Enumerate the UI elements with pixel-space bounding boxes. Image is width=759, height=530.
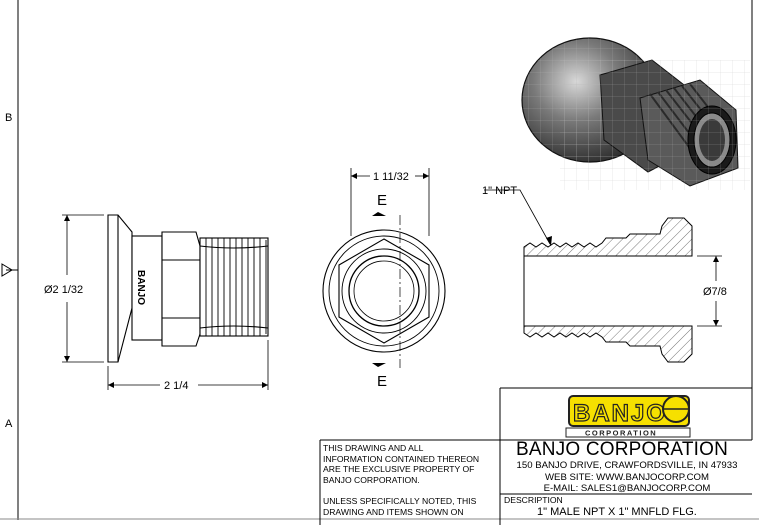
title-block bbox=[319, 387, 752, 525]
thread-callout: 1" NPT bbox=[482, 185, 517, 197]
banjo-logo: BANJO CORPORATION bbox=[565, 395, 691, 438]
company-web: WEB SITE: WWW.BANJOCORP.COM bbox=[545, 471, 709, 483]
section-arrow-icon bbox=[372, 212, 386, 216]
company-email: E-MAIL: SALES1@BANJOCORP.COM bbox=[543, 483, 711, 494]
section-label-top: E bbox=[377, 192, 387, 209]
notice-line-5: UNLESS SPECIFICALLY NOTED, THIS bbox=[323, 496, 477, 506]
description-value: 1" MALE NPT X 1" MNFLD FLG. bbox=[537, 506, 697, 518]
zone-label-b: B bbox=[5, 112, 13, 124]
company-address: 150 BANJO DRIVE, CRAWFORDSVILLE, IN 4793… bbox=[516, 460, 738, 471]
notice-line-4: BANJO CORPORATION. bbox=[323, 474, 420, 485]
description-label: DESCRIPTION bbox=[504, 495, 563, 505]
notice-line-3: ARE THE EXCLUSIVE PROPERTY OF bbox=[323, 464, 475, 474]
section-view bbox=[523, 217, 693, 363]
center-mark-icon bbox=[1, 263, 13, 277]
part-marking: BANJO bbox=[135, 270, 146, 305]
notice-line-1: THIS DRAWING AND ALL bbox=[323, 443, 424, 453]
hex-width-dim: 1 11/32 bbox=[373, 171, 409, 183]
isometric-render bbox=[521, 37, 750, 190]
notice-line-6: DRAWING AND ITEMS SHOWN ON bbox=[323, 506, 464, 517]
company-name: BANJO CORPORATION bbox=[516, 439, 729, 460]
side-view bbox=[107, 214, 269, 363]
bore-dia-dim: Ø7/8 bbox=[703, 286, 727, 298]
notice-line-2: INFORMATION CONTAINED THEREON bbox=[323, 453, 480, 464]
logo-text: BANJO bbox=[573, 400, 667, 427]
overall-dia-dim: Ø2 1/32 bbox=[44, 284, 83, 296]
logo-subtext: CORPORATION bbox=[585, 429, 657, 438]
end-view bbox=[322, 215, 446, 368]
section-arrow-icon bbox=[372, 363, 386, 367]
zone-label-a: A bbox=[5, 418, 13, 430]
section-label-bottom: E bbox=[377, 373, 387, 390]
overall-length-dim: 2 1/4 bbox=[164, 380, 188, 392]
